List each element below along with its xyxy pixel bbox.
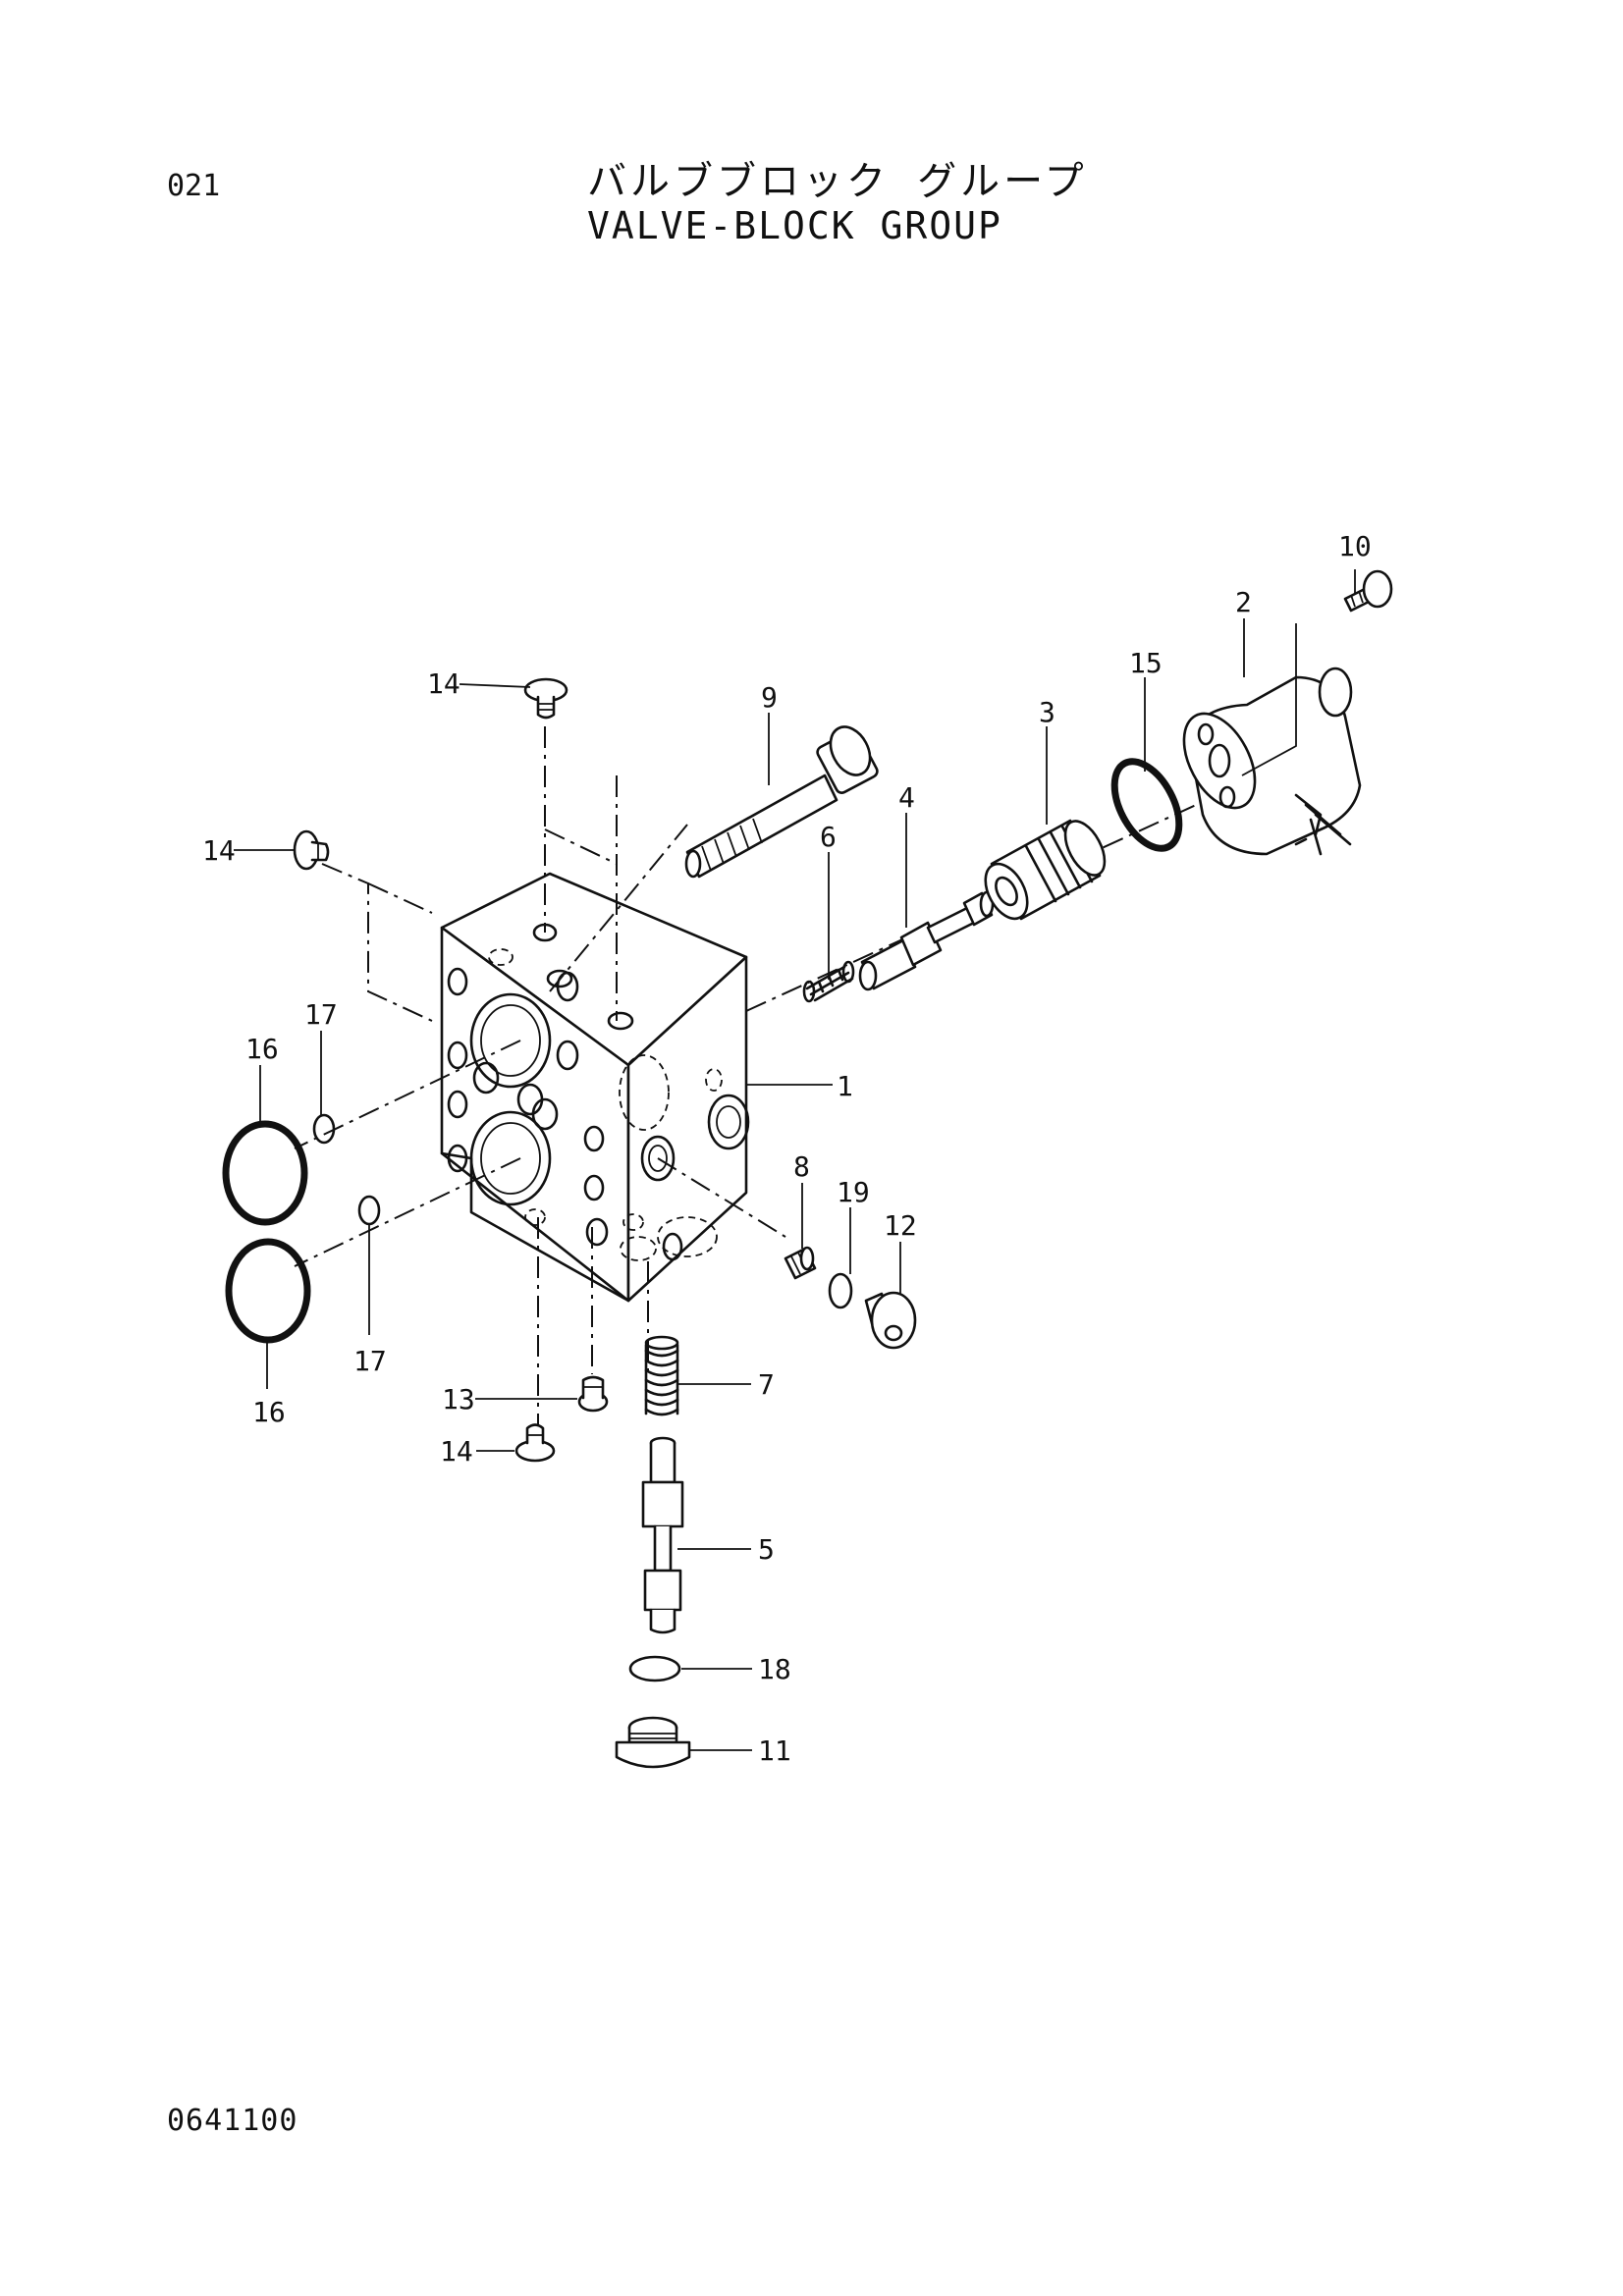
set-screw-8: [784, 1246, 817, 1280]
callout-14-bottom: 14: [440, 1435, 473, 1468]
title-japanese: バルブブロック グループ: [587, 159, 1088, 204]
long-bolt: [684, 725, 879, 879]
assembly-centerlines: [294, 726, 1218, 1433]
drawing-code: 0641100: [167, 2104, 298, 2138]
leader-lines: [234, 569, 1356, 1751]
o-ring-18: [628, 1655, 681, 1682]
page-number: 021: [167, 169, 221, 203]
o-ring-17-upper: [312, 1113, 336, 1145]
small-spring: [802, 960, 855, 1003]
screw-13: [577, 1375, 609, 1413]
plug-14-bottom: [514, 1423, 556, 1463]
o-ring-16-lower: [225, 1238, 311, 1344]
plug-14-top: [523, 677, 568, 720]
callout-15: 15: [1129, 647, 1163, 679]
callout-17-upper: 17: [304, 998, 338, 1031]
callout-10: 10: [1338, 530, 1372, 562]
callout-11: 11: [758, 1735, 791, 1767]
plug-12: [864, 1291, 917, 1350]
callout-3: 3: [1039, 696, 1055, 728]
screw-10: [1343, 569, 1393, 613]
callout-18: 18: [758, 1653, 791, 1685]
callout-labels: 14 14 14 9 6 4 3 15 2 10 1 8 19 12 16 17…: [202, 530, 1372, 1767]
solenoid-cover: [1182, 667, 1362, 856]
sleeve: [984, 819, 1107, 921]
o-ring-19: [828, 1272, 853, 1309]
callout-16-upper: 16: [245, 1033, 279, 1065]
callout-4: 4: [898, 781, 915, 814]
plug-11: [615, 1716, 691, 1769]
callout-6: 6: [820, 821, 837, 853]
callout-7: 7: [758, 1368, 775, 1401]
callout-14-top: 14: [427, 667, 460, 700]
callout-16-lower: 16: [252, 1396, 286, 1428]
callout-12: 12: [884, 1209, 917, 1242]
callout-1: 1: [837, 1070, 853, 1102]
callout-5: 5: [758, 1533, 775, 1566]
o-ring-17-lower: [357, 1195, 381, 1226]
spool: [858, 890, 995, 991]
callout-17-lower: 17: [353, 1345, 387, 1377]
callout-9: 9: [761, 681, 778, 714]
o-ring-16-upper: [222, 1120, 308, 1226]
callout-19: 19: [837, 1176, 870, 1208]
large-spring: [644, 1335, 679, 1416]
callout-13: 13: [442, 1383, 475, 1415]
title-english: VALVE-BLOCK GROUP: [587, 204, 1002, 247]
callout-2: 2: [1235, 586, 1252, 618]
piston-rod: [641, 1436, 684, 1634]
o-ring-15: [1110, 758, 1183, 852]
valve-block-body: [440, 872, 750, 1303]
callout-8: 8: [793, 1150, 810, 1183]
callout-14-left: 14: [202, 834, 236, 867]
